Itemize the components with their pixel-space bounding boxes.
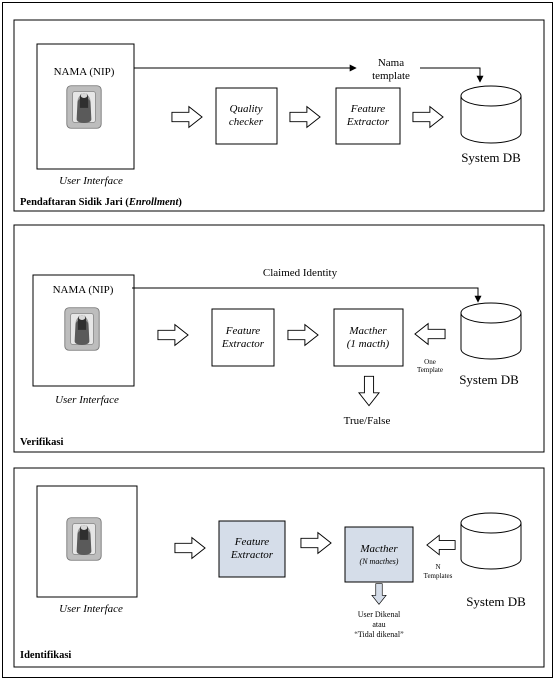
verification-db-label: System DB	[459, 372, 519, 387]
enrollment-db-label: System DB	[461, 150, 521, 165]
matcher-n-line2: (N macthes)	[360, 557, 399, 566]
enrollment-arrow-3-icon	[412, 106, 444, 128]
verification-ui-name: NAMA (NIP)	[53, 284, 114, 296]
verification-feature-line2: Extractor	[221, 338, 265, 350]
identification-arrow-db-icon	[426, 534, 456, 556]
quality-checker-line2: checker	[229, 116, 264, 128]
quality-checker-box	[215, 87, 278, 145]
true-false-label: True/False	[344, 415, 391, 427]
enrollment-ui-name: NAMA (NIP)	[54, 66, 115, 78]
enrollment-feature-line1: Feature	[350, 103, 386, 115]
identification-feature-line2: Extractor	[230, 549, 274, 561]
n-templates-line2: Templates	[424, 572, 453, 580]
verification-panel	[13, 224, 545, 453]
verification-arrow-db-icon	[414, 323, 446, 345]
matcher-1-box	[333, 308, 404, 367]
one-template-line2: Template	[417, 366, 443, 374]
result-line2: atau	[372, 620, 385, 629]
identification-arrow-2-icon	[300, 532, 332, 554]
identification-feature-extractor-box	[218, 520, 286, 578]
one-template-line1: One	[424, 358, 436, 366]
verification-feature-extractor-box	[211, 308, 275, 367]
matcher-n-box	[344, 526, 414, 583]
verification-arrow-down-icon	[358, 375, 380, 407]
identification-arrow-1-icon	[174, 537, 206, 559]
identification-feature-line1: Feature	[234, 536, 270, 548]
verification-feature-line1: Feature	[225, 325, 261, 337]
claimed-identity-label: Claimed Identity	[263, 267, 338, 279]
fingerprint-icon	[66, 85, 102, 129]
figure-frame	[2, 2, 553, 678]
enrollment-title: Pendaftaran Sidik Jari (Enrollment)	[20, 197, 182, 208]
matcher-n-line1: Macther	[359, 543, 398, 555]
verification-arrow-2-icon	[287, 324, 319, 346]
fingerprint-icon	[66, 517, 102, 561]
enrollment-ui-caption: User Interface	[59, 175, 123, 187]
enrollment-feature-extractor-box	[335, 87, 401, 145]
template-label-line2: template	[372, 70, 410, 82]
identification-panel	[13, 467, 545, 668]
verification-arrow-1-icon	[157, 324, 189, 346]
enrollment-arrow-1-icon	[171, 106, 203, 128]
quality-checker-line1: Quality	[230, 103, 263, 115]
n-templates-line1: N	[435, 563, 440, 571]
claimed-identity-line	[132, 287, 482, 303]
matcher-1-line2: (1 macth)	[347, 338, 390, 350]
enrollment-panel	[13, 19, 545, 212]
template-label-line1: Nama	[378, 57, 404, 69]
verification-title: Verifikasi	[20, 437, 63, 448]
identification-ui-caption: User Interface	[59, 603, 123, 615]
enrollment-template-line	[420, 67, 484, 83]
enrollment-arrow-2-icon	[289, 106, 321, 128]
enrollment-database-icon	[460, 85, 522, 144]
identification-db-label: System DB	[466, 594, 526, 609]
verification-ui-caption: User Interface	[55, 394, 119, 406]
result-line1: User Dikenal	[358, 610, 401, 619]
verification-database-icon	[460, 302, 522, 360]
enrollment-feature-line2: Extractor	[346, 116, 390, 128]
identification-database-icon	[460, 512, 522, 570]
matcher-1-line1: Macther	[348, 325, 387, 337]
identification-arrow-down-icon	[371, 583, 387, 605]
fingerprint-icon	[64, 307, 100, 351]
result-line3: “Tidal dikenal”	[354, 630, 404, 639]
identification-title: Identifikasi	[20, 650, 71, 661]
